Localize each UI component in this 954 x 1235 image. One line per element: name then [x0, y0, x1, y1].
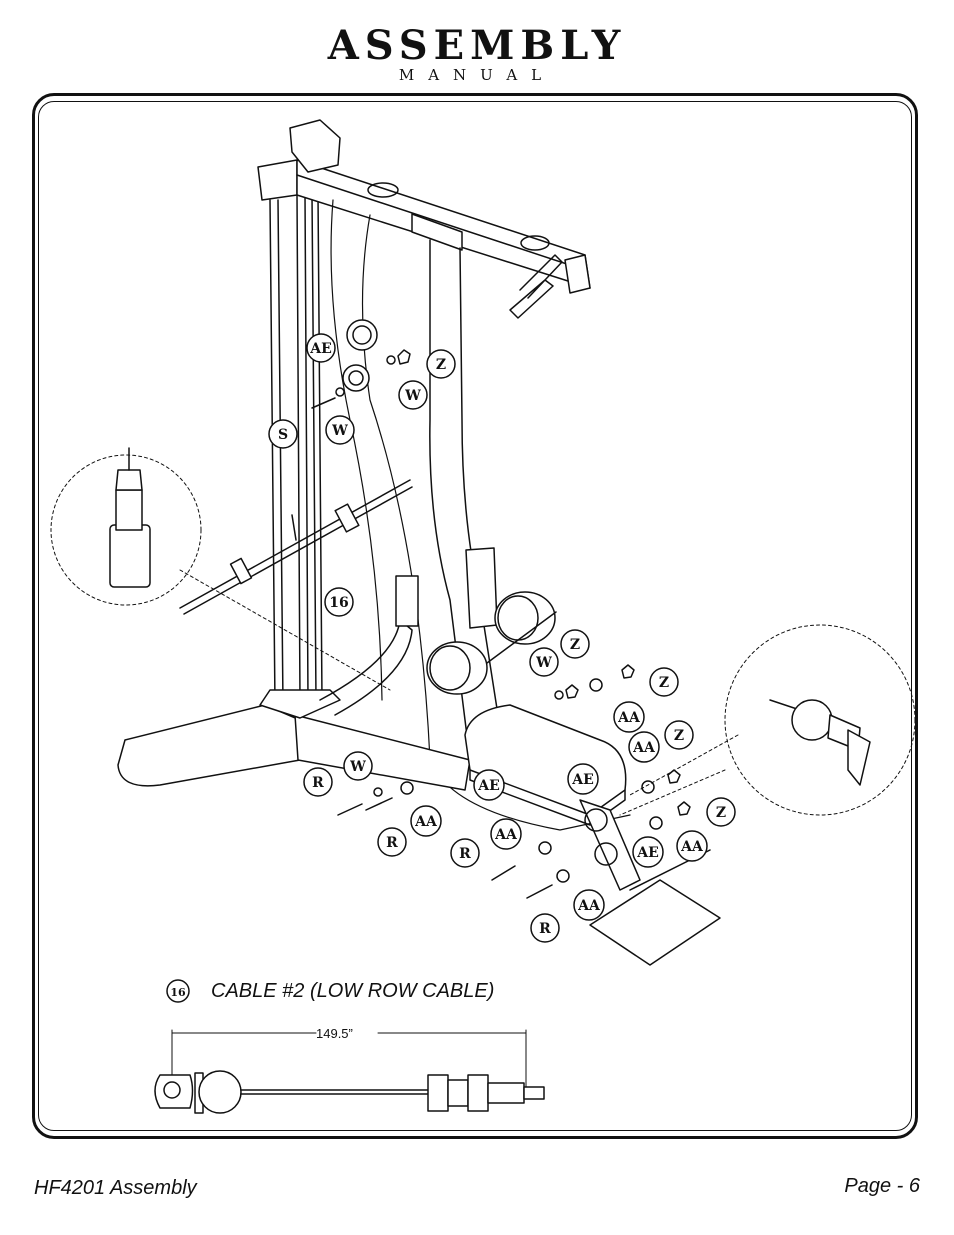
leg-pads — [426, 591, 557, 695]
part-label-circle — [613, 701, 645, 733]
main-column — [429, 239, 506, 761]
part-label-aa: AA — [632, 740, 656, 756]
pulleys — [342, 319, 378, 392]
part-label-aa: AA — [414, 814, 438, 830]
part-label-circle — [567, 763, 599, 795]
manual-title: ASSEMBLY — [327, 22, 627, 69]
part-label-r: R — [386, 835, 398, 851]
cable-drawing — [154, 1029, 545, 1114]
part-label-circle — [676, 830, 708, 862]
detail-cable-end-left — [109, 447, 151, 588]
part-label-w: W — [535, 655, 552, 671]
cable-length-label: 149.5” — [316, 1026, 353, 1041]
part-label-circle — [530, 913, 560, 943]
footer-page-number: Page - 6 — [844, 1175, 920, 1197]
base-frame — [117, 575, 471, 791]
part-label-circle — [632, 836, 664, 868]
part-label-w: W — [404, 388, 421, 404]
part-label-z: Z — [674, 728, 684, 744]
top-crossbar — [257, 119, 591, 319]
part-label-circle — [560, 629, 590, 659]
part-label-16: 16 — [329, 595, 348, 611]
diagram-frame — [32, 93, 918, 1139]
weight-bar — [179, 479, 413, 615]
part-label-r: R — [459, 846, 471, 862]
part-label-s: S — [278, 427, 288, 443]
part-label-circle — [473, 769, 505, 801]
part-label-aa: AA — [617, 710, 641, 726]
part-label-aa: AA — [680, 839, 704, 855]
cable-caption: CABLE #2 (LOW ROW CABLE) — [211, 980, 495, 1002]
part-label-circle — [490, 818, 522, 850]
part-label-circle — [377, 827, 407, 857]
part-label-circle — [343, 751, 373, 781]
detail-cable-end-right — [769, 699, 871, 786]
upper-hardware — [311, 349, 411, 409]
part-label-ae: AE — [636, 845, 659, 861]
lower-bracket — [579, 799, 721, 966]
footer-model: HF4201 Assembly — [34, 1177, 197, 1199]
part-label-circle — [303, 767, 333, 797]
part-label-aa: AA — [577, 898, 601, 914]
part-label-aa: AA — [494, 827, 518, 843]
lower-hardware — [337, 664, 691, 899]
part-label-circle — [410, 805, 442, 837]
part-label-w: W — [349, 759, 366, 775]
part-label-r: R — [539, 921, 551, 937]
part-label-circle — [706, 797, 736, 827]
part-label-w: W — [331, 423, 348, 439]
part-label-circle — [628, 731, 660, 763]
part-label-ae: AE — [309, 341, 332, 357]
part-label-ae: AE — [477, 778, 500, 794]
part-label-circle — [529, 647, 559, 677]
detail-callouts — [50, 454, 916, 816]
part-label-z: Z — [659, 675, 669, 691]
part-label-circle — [426, 349, 456, 379]
part-label-z: Z — [436, 357, 446, 373]
part-label-circle — [306, 333, 336, 363]
part-label-circle — [166, 979, 190, 1003]
part-label-circle — [649, 667, 679, 697]
part-label-ae: AE — [571, 772, 594, 788]
part-label-circle — [325, 415, 355, 445]
part-label-z: Z — [570, 637, 580, 653]
part-label-circle — [268, 419, 298, 449]
part-label-circle — [324, 587, 354, 617]
part-label-circle — [573, 889, 605, 921]
cable-number-badge: 16 — [170, 986, 186, 999]
part-label-z: Z — [716, 805, 726, 821]
part-label-circle — [398, 380, 428, 410]
part-label-circle — [664, 720, 694, 750]
diagram-frame-inner — [38, 101, 912, 1131]
manual-subtitle: MANUAL — [398, 66, 556, 84]
part-label-r: R — [312, 775, 324, 791]
frame-uprights — [269, 194, 323, 706]
part-label-circle — [450, 838, 480, 868]
